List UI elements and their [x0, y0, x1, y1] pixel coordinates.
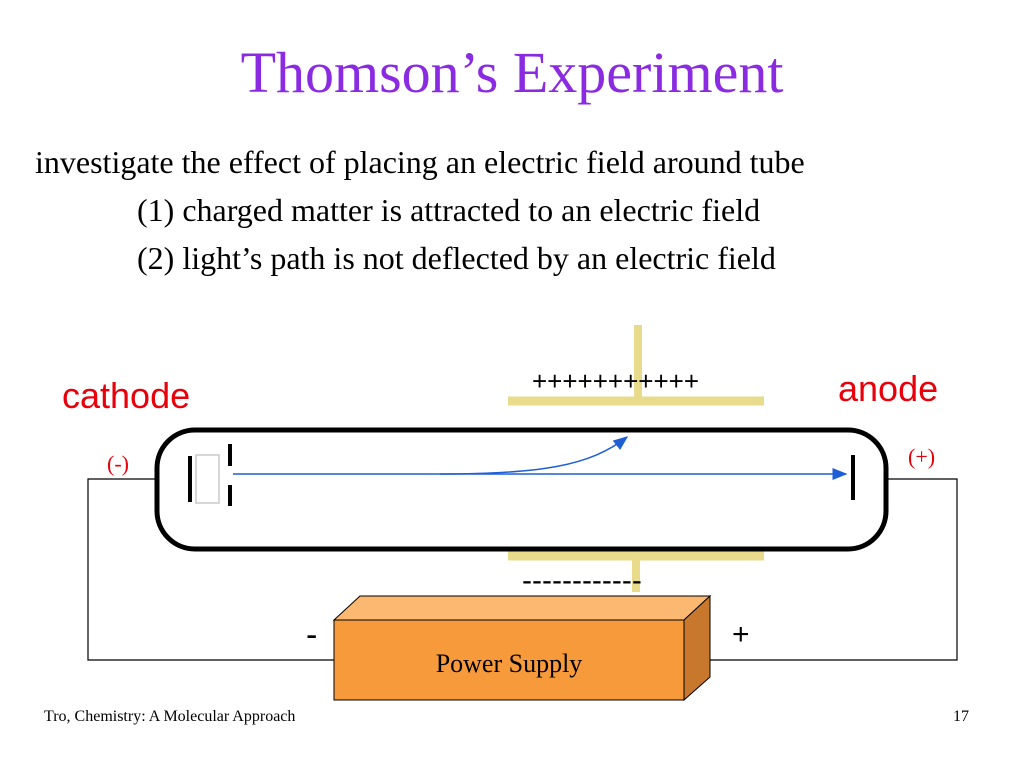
cathode-label: cathode	[62, 375, 190, 416]
cathode-electrode	[188, 444, 232, 506]
bottom-plate	[508, 551, 764, 592]
supply-positive-sign: +	[732, 618, 750, 651]
supply-negative-sign: -	[306, 616, 317, 654]
deflected-beam	[439, 436, 629, 475]
anode-label: anode	[838, 368, 938, 409]
intro-line: investigate the effect of placing an ele…	[35, 144, 805, 180]
cathode-sign: (-)	[107, 451, 129, 476]
point-one: (1) charged matter is attracted to an el…	[137, 192, 761, 228]
power-supply-label: Power Supply	[436, 649, 583, 678]
footer-source: Tro, Chemistry: A Molecular Approach	[44, 708, 296, 725]
top-plate	[508, 325, 764, 406]
top-plate-charges: +++++++++++	[532, 366, 699, 396]
cathode-ray-tube	[154, 427, 889, 552]
power-supply: Power Supply	[332, 594, 712, 702]
bottom-plate-charges: ------------	[522, 564, 642, 597]
page-number: 17	[953, 708, 969, 725]
circuit-wires	[87, 478, 958, 661]
anode-sign: (+)	[908, 444, 935, 469]
slide-title: Thomson’s Experiment	[240, 40, 784, 105]
point-two: (2) light’s path is not deflected by an …	[137, 240, 776, 276]
